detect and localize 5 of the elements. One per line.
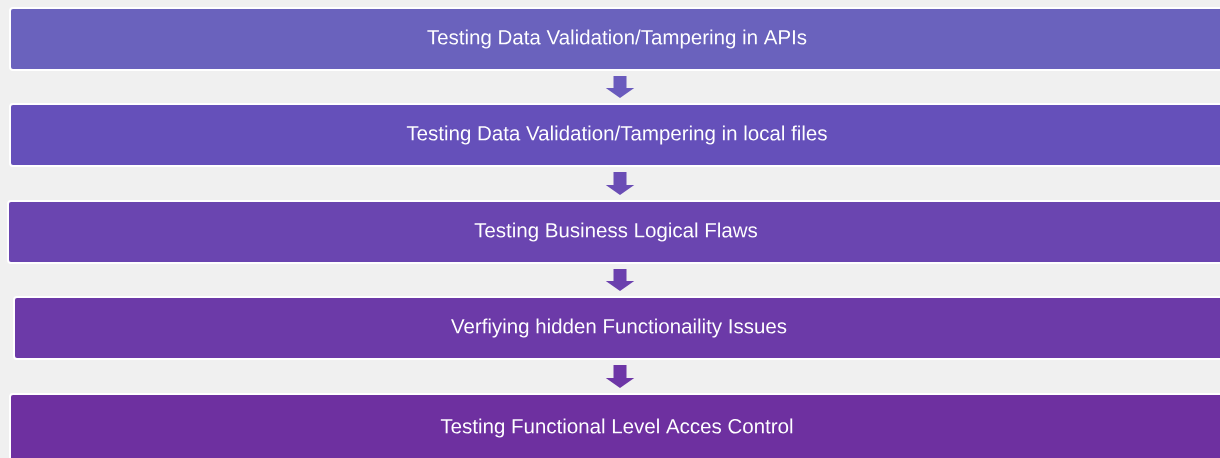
- process-box: Testing Data Validation/Tampering in local files: [9, 103, 1220, 167]
- process-box: Testing Data Validation/Tampering in APIs: [9, 7, 1220, 71]
- process-box: Testing Business Logical Flaws: [7, 200, 1220, 264]
- process-box: Verfiying hidden Functionaility Issues: [13, 296, 1220, 360]
- process-box: Testing Functional Level Acces Control: [9, 393, 1220, 458]
